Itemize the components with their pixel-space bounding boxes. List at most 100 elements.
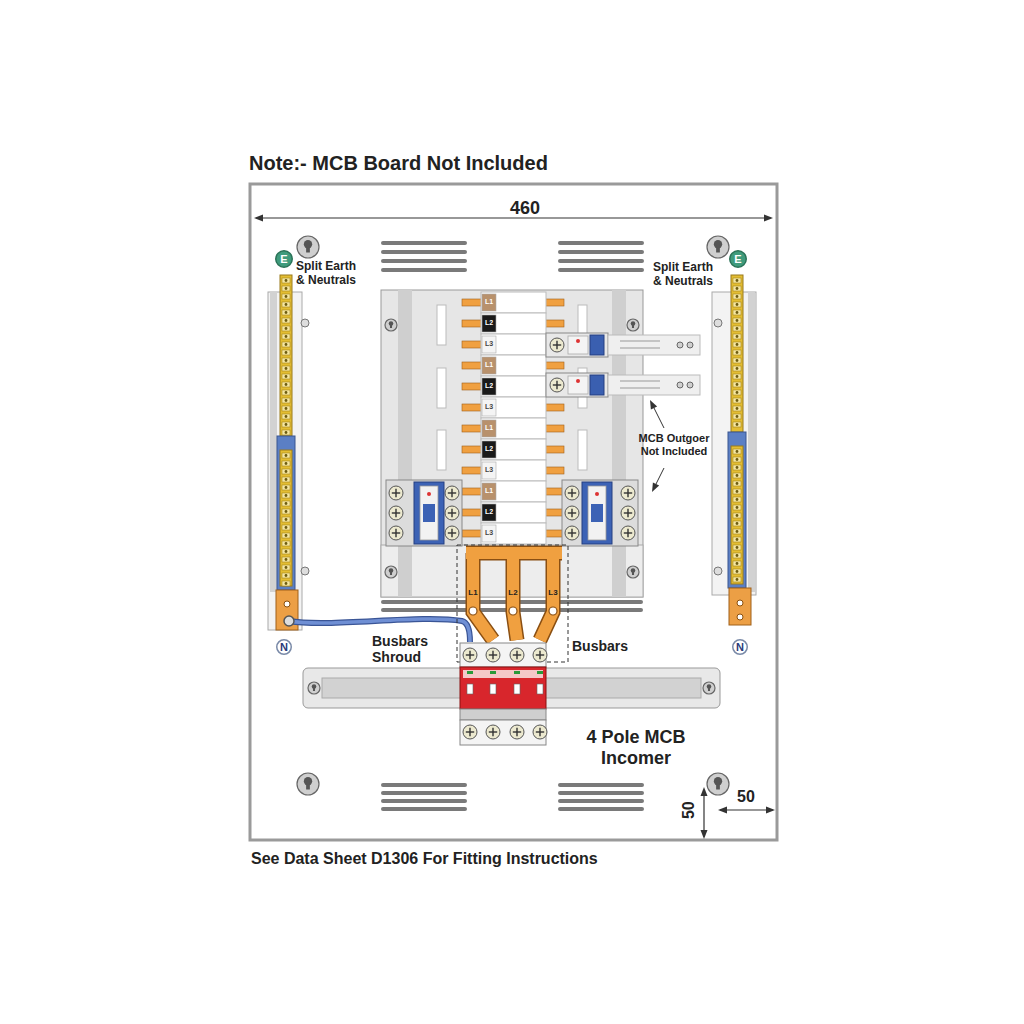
outgoer-detail — [620, 348, 660, 349]
phase-tag — [482, 294, 496, 311]
neutral-marker: N — [276, 639, 292, 655]
node-text: E — [734, 254, 741, 265]
outgoer-housing — [546, 373, 608, 397]
dimension-arrow — [701, 830, 708, 839]
bar-label: Split Earth & Neutrals — [293, 260, 359, 288]
vent-slot — [381, 259, 467, 263]
terminal-cell — [282, 477, 290, 482]
terminal-cell — [282, 342, 290, 347]
vent-slot — [381, 791, 467, 795]
small-keyhole — [301, 567, 309, 575]
outgoer-screw — [687, 382, 693, 388]
terminal-screw — [565, 506, 579, 520]
node-text: E — [280, 254, 287, 265]
terminal-hole — [736, 295, 739, 298]
terminal-hole — [736, 538, 739, 541]
keyhole-slot — [390, 571, 392, 576]
terminal-hole — [736, 562, 739, 565]
neutral-marker: N — [732, 639, 748, 655]
busbar-cell — [481, 292, 546, 313]
node-text: N — [736, 642, 744, 653]
terminal-hole — [285, 470, 288, 473]
busbar-finger — [462, 341, 483, 348]
phase-tag-label: L1 — [482, 424, 496, 432]
busbar-finger — [545, 509, 564, 516]
earth-marker-circle — [730, 251, 747, 268]
leader-arrow — [650, 400, 657, 410]
terminal-hole — [736, 554, 739, 557]
small-keyhole — [714, 319, 722, 327]
screw-slot — [516, 728, 517, 736]
terminal-hole — [285, 375, 288, 378]
incomer-indicator — [467, 671, 473, 674]
neutral-marker-circle — [733, 640, 748, 655]
screw-slot — [571, 529, 572, 537]
incomer-toggle — [537, 684, 543, 694]
terminal-hole — [285, 351, 288, 354]
keyhole-slot — [632, 324, 634, 329]
mounting-hole — [297, 773, 319, 795]
phase-tag — [482, 357, 496, 374]
earth-marker: E — [729, 250, 747, 268]
terminal-hole — [736, 375, 739, 378]
screw-slot — [627, 489, 628, 497]
busbar-cell — [481, 355, 546, 376]
terminal-hole — [285, 343, 288, 346]
screw-slot — [492, 728, 493, 736]
small-keyhole — [301, 319, 309, 327]
terminal-hole — [736, 319, 739, 322]
terminal-cell — [282, 565, 290, 570]
busbar-bolt — [469, 607, 477, 615]
terminal-hole — [736, 359, 739, 362]
outgoer-face — [568, 336, 588, 354]
terminal-screw — [486, 648, 500, 662]
terminal-hole — [736, 474, 739, 477]
callout-note: MCB Outgoer Not Included — [632, 432, 716, 457]
screw-slot — [627, 509, 628, 517]
dimension-arrow — [764, 215, 773, 222]
incomer-toggle — [467, 684, 473, 694]
terminal-cell — [733, 310, 741, 315]
busbar-finger — [462, 509, 483, 516]
outgoer-indicator — [576, 379, 580, 383]
outgoer-detail — [620, 388, 660, 389]
dimension-arrow — [254, 215, 263, 222]
terminal-hole — [736, 391, 739, 394]
outgoer-extension — [608, 375, 700, 395]
terminal-hole — [285, 367, 288, 370]
incomer-indicator — [537, 671, 543, 674]
terminal-hole — [736, 578, 739, 581]
vent-slot — [381, 807, 467, 811]
terminal-cell — [733, 366, 741, 371]
terminal-cell — [282, 549, 290, 554]
vent-slot — [558, 259, 644, 263]
phase-label: L3 — [545, 588, 561, 597]
screw-slot — [516, 651, 517, 659]
incomer-toggle — [490, 684, 496, 694]
vent-slot — [558, 268, 644, 272]
node-text: N — [280, 642, 288, 653]
keyhole-slot — [313, 687, 315, 692]
busbar-finger — [545, 362, 564, 369]
terminal-cell — [733, 561, 741, 566]
phase-tag-label: L1 — [482, 298, 496, 306]
busbar-finger — [545, 467, 564, 474]
terminal-cell — [733, 286, 741, 291]
incomer-indicator — [490, 671, 496, 674]
terminal-hole — [736, 506, 739, 509]
terminal-cell — [282, 350, 290, 355]
phase-tag-label: L1 — [482, 487, 496, 495]
small-keyhole — [714, 567, 722, 575]
terminal-hole — [285, 582, 288, 585]
terminal-screw — [463, 725, 477, 739]
title: Note:- MCB Board Not Included — [249, 152, 548, 175]
terminal-hole — [285, 287, 288, 290]
busbar-finger — [462, 383, 483, 390]
terminal-hole — [285, 431, 288, 434]
terminal-hole — [736, 343, 739, 346]
terminal-cell — [733, 278, 741, 283]
busbar-cell — [481, 502, 546, 523]
outgoer-toggle — [590, 335, 604, 355]
terminal-bar — [731, 275, 743, 432]
